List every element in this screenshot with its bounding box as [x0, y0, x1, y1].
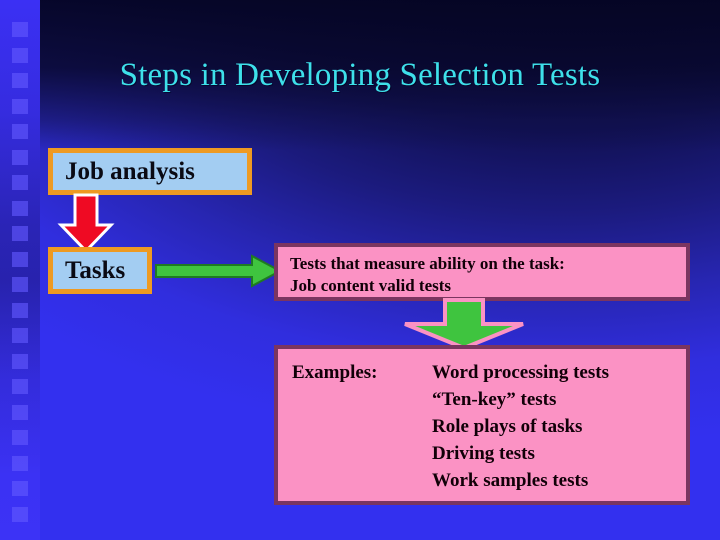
decorative-square — [12, 200, 28, 216]
decorative-square — [12, 506, 28, 522]
red-down-arrow — [57, 193, 115, 254]
decorative-square — [12, 404, 28, 420]
green-right-arrow — [155, 254, 283, 288]
decorative-square — [12, 149, 28, 165]
background-left-strip — [0, 0, 40, 540]
decorative-square — [12, 226, 28, 242]
examples-label: Examples: — [292, 362, 378, 383]
decorative-square — [12, 455, 28, 471]
example-item: Driving tests — [432, 443, 535, 464]
example-item: Work samples tests — [432, 470, 589, 491]
decorative-square — [12, 73, 28, 89]
decorative-square — [12, 175, 28, 191]
decorative-square — [12, 124, 28, 140]
background-left-strip-shade — [0, 0, 40, 540]
page-title: Steps in Developing Selection Tests — [119, 57, 601, 93]
decorative-square — [12, 22, 28, 37]
examples-grid: Examples: Word processing tests “Ten-key”… — [292, 359, 676, 494]
decorative-square — [12, 98, 28, 114]
job-analysis-label: Job analysis — [65, 157, 195, 185]
example-item: “Ten-key” tests — [432, 389, 557, 410]
examples-box[interactable]: Examples: Word processing tests “Ten-key”… — [274, 345, 690, 505]
tests-description-box[interactable]: Tests that measure ability on the task: … — [274, 243, 690, 301]
tasks-label: Tasks — [65, 256, 126, 284]
job-analysis-box[interactable]: Job analysis — [48, 148, 252, 195]
decorative-square — [12, 481, 28, 497]
example-item: Word processing tests — [432, 362, 609, 383]
decorative-square — [12, 379, 28, 395]
decorative-square — [12, 251, 28, 267]
green-down-arrow — [404, 298, 524, 351]
decorative-square — [12, 430, 28, 446]
decorative-square — [12, 353, 28, 369]
decorative-square — [12, 47, 28, 63]
tests-description-line-2: Job content valid tests — [290, 276, 452, 295]
decorative-square — [12, 302, 28, 318]
tests-description-line-1: Tests that measure ability on the task: — [290, 254, 565, 273]
background-top-band — [0, 0, 720, 150]
decorative-square — [12, 328, 28, 344]
decorative-square — [12, 277, 28, 293]
decorative-square-column — [12, 22, 30, 522]
tasks-box[interactable]: Tasks — [48, 247, 152, 294]
example-item: Role plays of tasks — [432, 416, 583, 437]
